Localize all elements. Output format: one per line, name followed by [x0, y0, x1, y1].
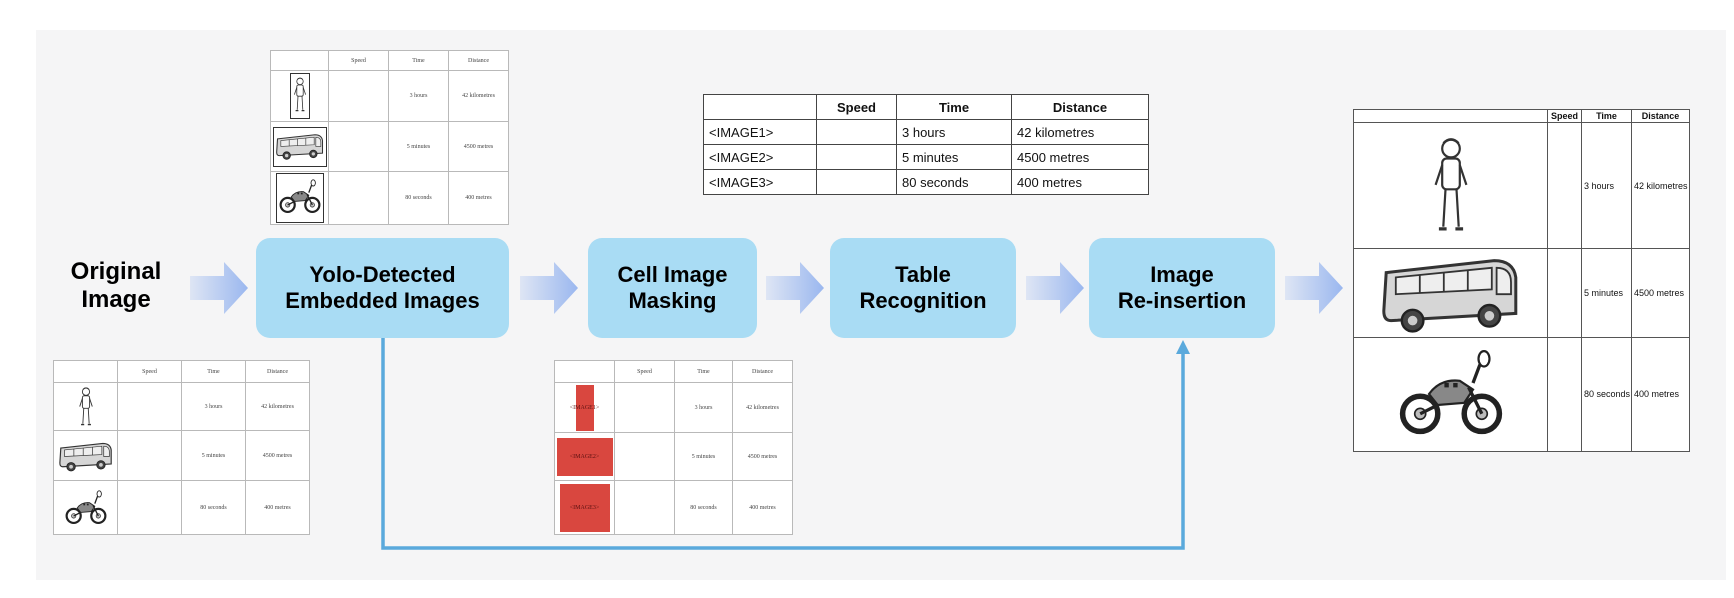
motorbike-icon — [278, 174, 322, 220]
stage-yolo-detected: Yolo-Detected Embedded Images — [256, 238, 509, 338]
distance-cell: 42 kilometres — [1631, 122, 1690, 250]
header-cell: Distance — [1011, 94, 1149, 120]
time-cell: 80 seconds — [896, 169, 1012, 195]
header-cell: Time — [181, 360, 246, 383]
distance-cell: 400 metres — [448, 171, 509, 225]
time-cell: 5 minutes — [388, 121, 449, 172]
distance-cell: 42 kilometres — [245, 382, 310, 431]
time-cell: 5 minutes — [896, 144, 1012, 170]
header-cell — [703, 94, 817, 120]
distance-cell: 4500 metres — [1631, 248, 1690, 338]
distance-cell: 4500 metres — [732, 432, 793, 481]
header-cell — [53, 360, 118, 383]
image-mask: <IMAGE1> — [570, 384, 599, 431]
image-token-cell: <IMAGE2> — [703, 144, 817, 170]
image-mask: <IMAGE2> — [556, 437, 613, 476]
flow-arrow — [1285, 262, 1343, 314]
header-cell: Speed — [117, 360, 182, 383]
header-cell: Time — [896, 94, 1012, 120]
image-mask: <IMAGE3> — [559, 483, 610, 532]
person-icon — [292, 74, 308, 116]
header-cell: Time — [388, 50, 449, 71]
flow-arrow — [766, 262, 824, 314]
header-cell: Distance — [448, 50, 509, 71]
original-image-label: Original Image — [70, 258, 162, 313]
time-cell: 3 hours — [388, 70, 449, 122]
header-cell: Distance — [1631, 108, 1690, 124]
distance-cell: 42 kilometres — [732, 382, 793, 433]
recognized-table: Speed Time Distance <IMAGE1> 3 hours 42 … — [703, 94, 1149, 195]
flow-arrow — [1026, 262, 1084, 314]
header-cell: Time — [674, 360, 733, 383]
header-cell: Speed — [328, 50, 389, 71]
time-cell: 3 hours — [1581, 122, 1632, 250]
distance-cell: 4500 metres — [245, 430, 310, 481]
image-token-cell: <IMAGE3> — [703, 169, 817, 195]
person-icon — [77, 386, 95, 428]
distance-cell: 400 metres — [245, 480, 310, 535]
image-token-cell: <IMAGE1> — [703, 119, 817, 145]
header-cell: Speed — [816, 94, 897, 120]
masked-table: Speed Time Distance <IMAGE1> 3 hours 42 … — [554, 360, 793, 535]
time-cell: 80 seconds — [674, 480, 733, 535]
yolo-detected-table: Speed Time Distance 3 hours 42 kilometre… — [270, 50, 509, 225]
stage-table-recognition: Table Recognition — [830, 238, 1016, 338]
bus-icon — [1376, 251, 1526, 335]
motorbike-icon — [1396, 346, 1506, 442]
time-cell: 3 hours — [674, 382, 733, 433]
distance-cell: 400 metres — [1011, 169, 1149, 195]
motorbike-icon — [64, 485, 108, 531]
time-cell: 5 minutes — [674, 432, 733, 481]
header-cell: Distance — [245, 360, 310, 383]
header-cell — [554, 360, 615, 383]
flow-arrow — [520, 262, 578, 314]
stage-cell-masking: Cell Image Masking — [588, 238, 757, 338]
distance-cell: 4500 metres — [448, 121, 509, 172]
flow-arrow — [190, 262, 248, 314]
distance-cell: 4500 metres — [1011, 144, 1149, 170]
time-cell: 5 minutes — [1581, 248, 1632, 338]
time-cell: 3 hours — [896, 119, 1012, 145]
time-cell: 5 minutes — [181, 430, 246, 481]
output-table: Speed Time Distance 3 hours 42 kilometre… — [1353, 108, 1690, 453]
time-cell: 80 seconds — [1581, 336, 1632, 453]
stage-image-reinsertion: Image Re-insertion — [1089, 238, 1275, 338]
header-cell — [270, 50, 329, 71]
time-cell: 3 hours — [181, 382, 246, 431]
distance-cell: 42 kilometres — [448, 70, 509, 122]
original-image-table: Speed Time Distance 3 hours 42 kilometre… — [53, 360, 310, 535]
header-cell: Distance — [732, 360, 793, 383]
header-cell: Speed — [1547, 108, 1582, 124]
header-cell — [1353, 108, 1548, 124]
bus-icon — [58, 438, 114, 474]
distance-cell: 42 kilometres — [1011, 119, 1149, 145]
distance-cell: 400 metres — [732, 480, 793, 535]
time-cell: 80 seconds — [181, 480, 246, 535]
bus-icon — [275, 128, 325, 164]
header-cell: Time — [1581, 108, 1632, 124]
time-cell: 80 seconds — [388, 171, 449, 225]
header-cell: Speed — [614, 360, 675, 383]
person-icon — [1429, 132, 1473, 240]
distance-cell: 400 metres — [1631, 336, 1690, 453]
